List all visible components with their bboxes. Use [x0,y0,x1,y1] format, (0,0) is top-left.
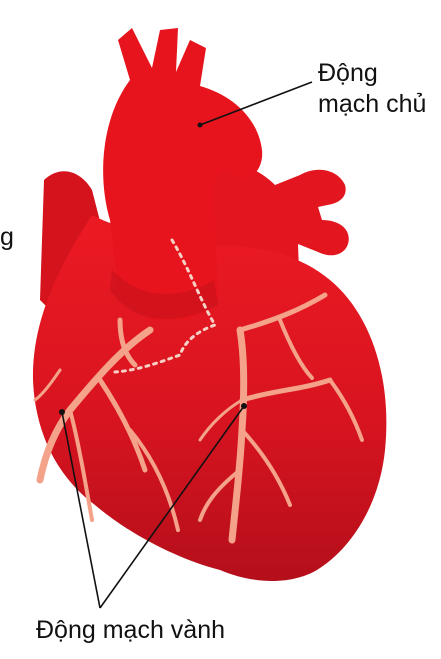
coronary-artery-label: Động mạch vành [36,615,225,646]
aorta-pointer-dot [198,123,203,128]
aorta-label: Động mạch chủ [318,58,426,121]
aorta-label-line1: Động [318,58,426,89]
coronary-pointer-dot-right [241,403,247,409]
cut-off-label: g [0,222,14,253]
coronary-pointer-dot-left [59,409,65,415]
aorta-label-line2: mạch chủ [318,89,426,120]
